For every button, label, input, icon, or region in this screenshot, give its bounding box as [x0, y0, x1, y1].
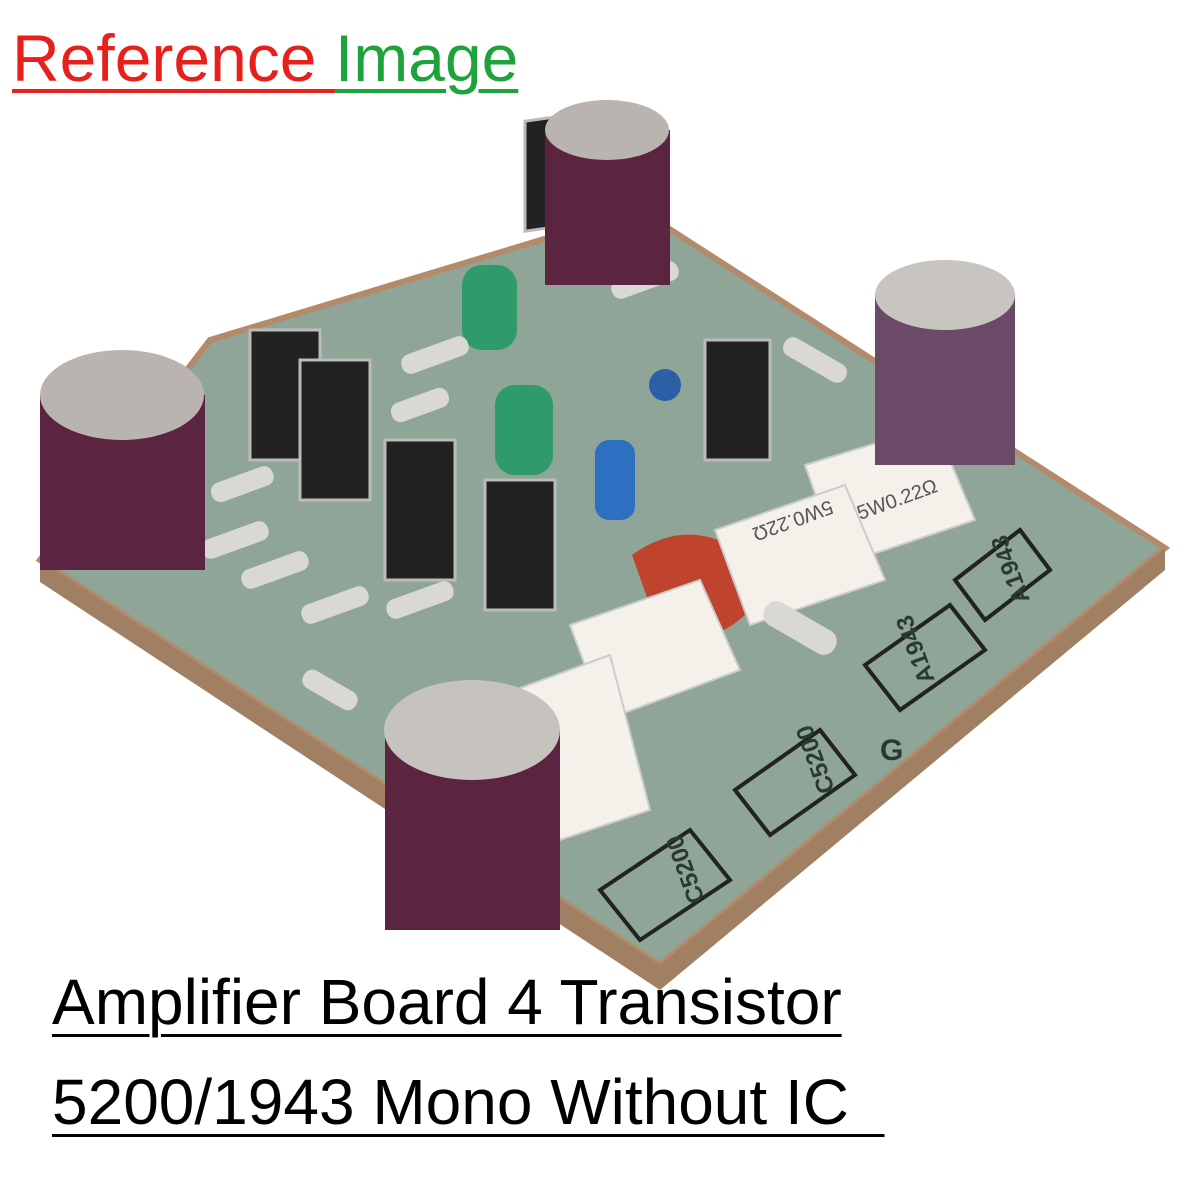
transistor-pads — [597, 527, 1053, 943]
large-capacitors — [40, 100, 1015, 930]
svg-text:G: G — [880, 734, 903, 767]
heading-reference: Reference — [12, 21, 317, 95]
caption-line-2: 5200/1943 Mono Without IC — [52, 1066, 885, 1138]
heading-image: Image — [334, 21, 519, 95]
ceramic-capacitor — [649, 369, 681, 401]
reference-image-heading: Reference Image — [12, 18, 518, 98]
green-capacitor — [462, 265, 517, 350]
blue-capacitor — [595, 440, 635, 520]
green-capacitor — [495, 385, 553, 475]
caption-line-1: Amplifier Board 4 Transistor — [52, 966, 842, 1038]
